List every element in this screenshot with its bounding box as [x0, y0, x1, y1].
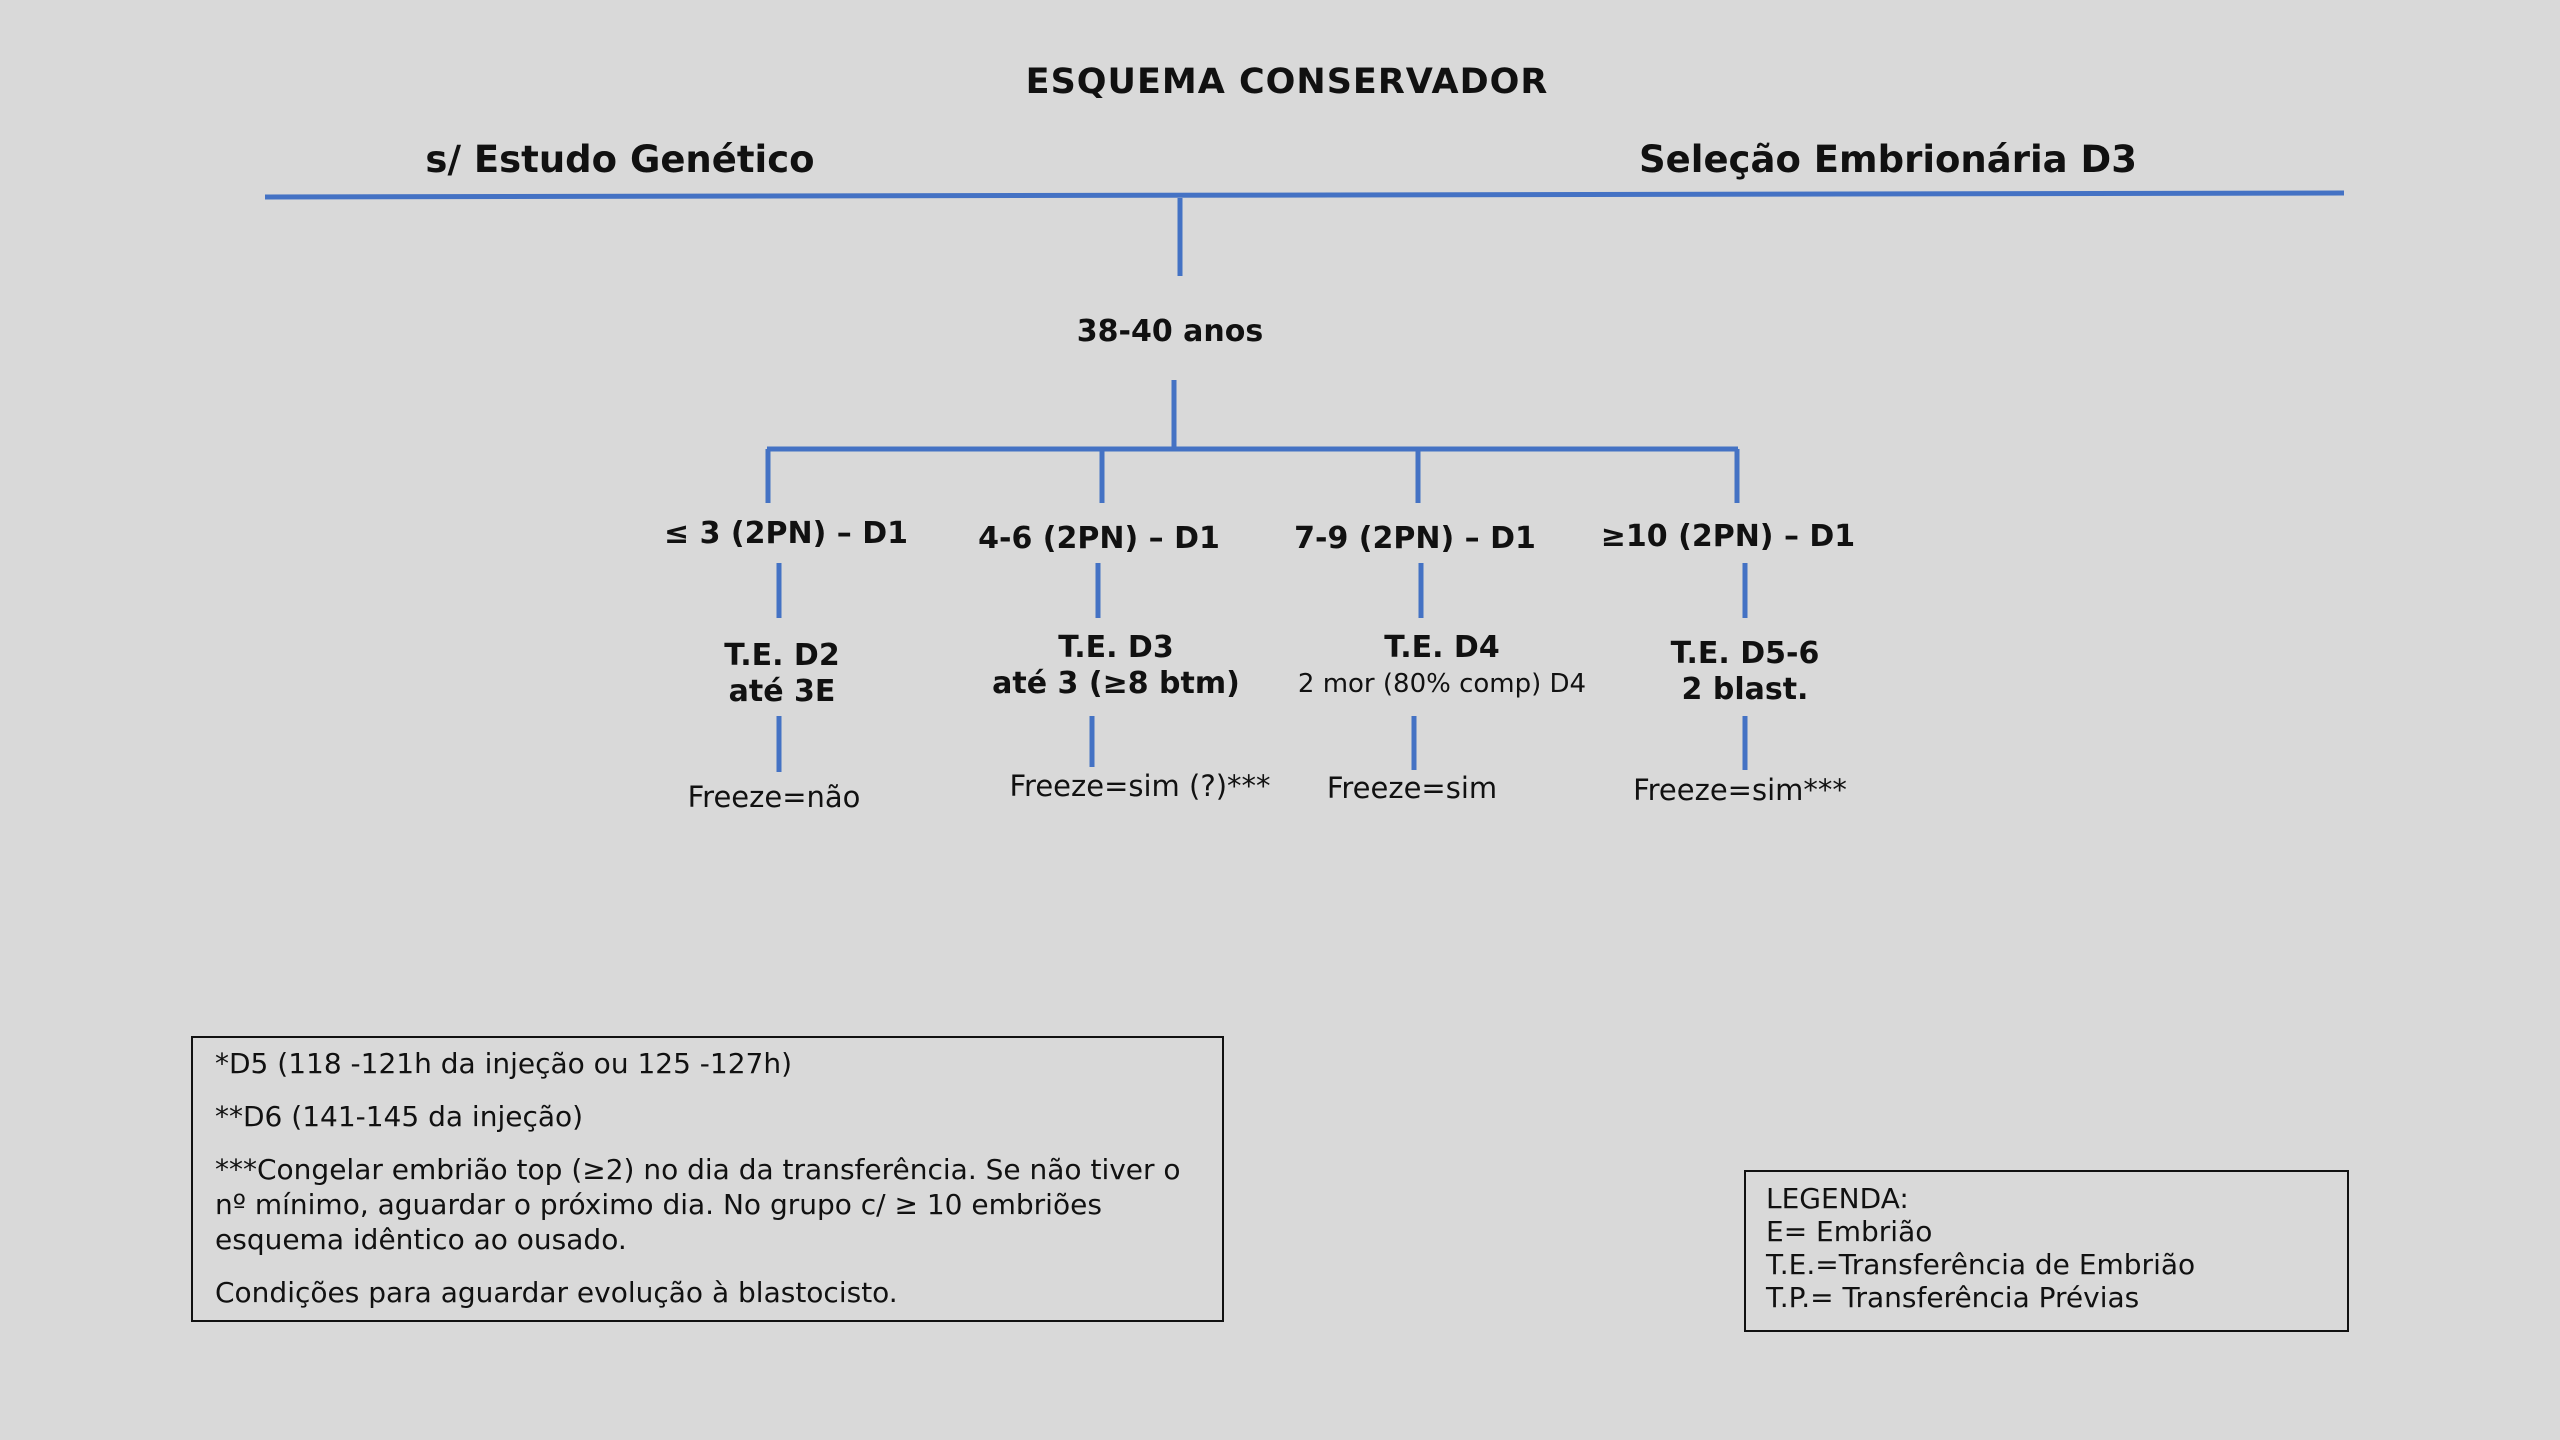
- branch-label-2: 4-6 (2PN) – D1: [978, 521, 1220, 556]
- transfer-block-1: T.E. D2 até 3E: [612, 638, 952, 710]
- transfer-line: até 3 (≥8 btm): [992, 666, 1240, 701]
- transfer-block-3: T.E. D4 2 mor (80% comp) D4: [1272, 630, 1612, 702]
- legend-item: E= Embrião: [1766, 1215, 1933, 1248]
- transfer-line: 2 blast.: [1681, 672, 1809, 707]
- legend-item: T.E.=Transferência de Embrião: [1766, 1248, 2196, 1281]
- transfer-line: T.E. D5-6: [1670, 636, 1820, 671]
- transfer-line: T.E. D4: [1384, 630, 1500, 665]
- diagram-title: ESQUEMA CONSERVADOR: [1025, 62, 1549, 102]
- transfer-line: 2 mor (80% comp) D4: [1297, 669, 1587, 699]
- freeze-label-4: Freeze=sim***: [1633, 773, 1847, 807]
- transfer-block-4: T.E. D5-6 2 blast.: [1575, 636, 1915, 708]
- header-left: s/ Estudo Genético: [425, 138, 815, 181]
- header-right: Seleção Embrionária D3: [1639, 138, 2137, 181]
- freeze-label-2: Freeze=sim (?)***: [1009, 769, 1271, 803]
- notes-box: *D5 (118 -121h da injeção ou 125 -127h) …: [191, 1036, 1224, 1322]
- branch-label-4: ≥10 (2PN) – D1: [1600, 519, 1856, 554]
- branch-label-1: ≤ 3 (2PN) – D1: [664, 516, 908, 551]
- freeze-label-1: Freeze=não: [687, 780, 861, 814]
- transfer-line: até 3E: [728, 674, 836, 709]
- note-item: ***Congelar embrião top (≥2) no dia da t…: [215, 1153, 1181, 1256]
- branch-label-3: 7-9 (2PN) – D1: [1294, 521, 1536, 556]
- transfer-line: T.E. D2: [724, 638, 840, 673]
- header-line: [264, 190, 2345, 200]
- note-item: *D5 (118 -121h da injeção ou 125 -127h): [215, 1047, 793, 1080]
- legend-box: LEGENDA: E= Embrião T.E.=Transferência d…: [1744, 1170, 2349, 1332]
- freeze-label-3: Freeze=sim: [1326, 771, 1498, 805]
- transfer-block-2: T.E. D3 até 3 (≥8 btm): [946, 630, 1286, 702]
- legend-heading: LEGENDA:: [1766, 1182, 1909, 1215]
- note-item: Condições para aguardar evolução à blast…: [215, 1276, 898, 1309]
- age-group: 38-40 anos: [1076, 314, 1264, 349]
- transfer-line: T.E. D3: [1058, 630, 1174, 665]
- legend-item: T.P.= Transferência Prévias: [1766, 1281, 2140, 1314]
- note-item: **D6 (141-145 da injeção): [215, 1100, 584, 1133]
